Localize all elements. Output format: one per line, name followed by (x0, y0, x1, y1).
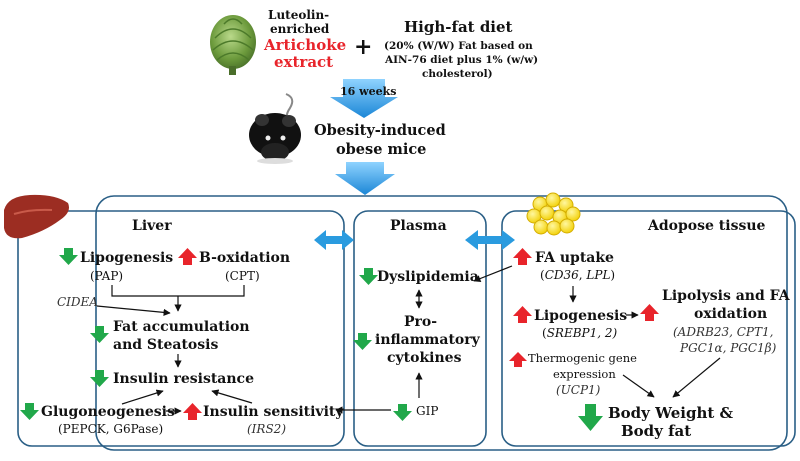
liver-insulin-sensitivity-marker: (IRS2) (247, 422, 286, 436)
up-arrow-icon (183, 403, 202, 420)
adipose-thermo-marker: (UCP1) (556, 383, 601, 397)
plus-sign: + (354, 34, 372, 60)
plasma-title: Plasma (390, 218, 447, 234)
model-label-line2: obese mice (336, 141, 426, 158)
extract-label-line2: enriched (270, 22, 330, 36)
liver-fat-line2: and Steatosis (113, 337, 218, 353)
up-arrow-icon (513, 306, 532, 323)
up-arrow-icon (509, 352, 527, 367)
liver-connector (211, 389, 253, 404)
liver-lipogenesis: Lipogenesis (80, 250, 173, 266)
plasma-gip: GIP (416, 404, 438, 418)
liver-connector (111, 285, 245, 297)
adipose-outcome-line2: Body fat (621, 422, 691, 440)
liver-cidea: CIDEA (57, 295, 98, 309)
down-arrow-icon (393, 404, 412, 421)
duration-label: 16 weeks (340, 85, 396, 98)
liver-connector (96, 305, 171, 316)
diet-title: High-fat diet (404, 18, 513, 36)
down-arrow-icon (359, 268, 378, 285)
liver-insulin-resistance: Insulin resistance (113, 371, 254, 387)
plasma-cytokines-line1: Pro- (404, 314, 437, 330)
liver-gluconeogenesis-markers: (PEPCK, G6Pase) (58, 422, 163, 436)
liver-icon (4, 194, 69, 239)
liver-panel (17, 210, 345, 447)
double-arrow-icon (465, 230, 515, 250)
adipose-lipogenesis-markers: (SREBP1, 2) (542, 326, 617, 340)
up-arrow-icon (178, 248, 197, 265)
adipose-lipolysis-markers-line1: (ADRB23, CPT1, (673, 325, 773, 339)
outer-frame (95, 195, 788, 451)
plasma-dyslipidemia: Dyslipidemia (377, 269, 479, 285)
down-arrow-icon (59, 248, 78, 265)
liver-fat-line1: Fat accumulation (113, 319, 250, 335)
liver-gluconeogenesis: Glugoneogenesis (41, 404, 175, 420)
adipose-lipolysis-line2: oxidation (694, 306, 767, 322)
liver-oxidation: B-oxidation (199, 250, 290, 266)
adipose-panel (501, 210, 796, 447)
up-arrow-icon (513, 248, 532, 265)
adipose-title: Adopose tissue (647, 218, 766, 234)
extract-label-line1: Luteolin- (268, 8, 329, 22)
adipose-outcome-line1: Body Weight & (608, 404, 734, 422)
liver-lipogenesis-marker: (PAP) (90, 269, 123, 283)
liver-insulin-sensitivity: Insulin sensitivity (203, 404, 344, 420)
adipose-thermo-line2: expression (553, 367, 616, 381)
diet-detail-line1: (20% (W/W) Fat based on (384, 40, 533, 52)
down-arrow-icon (90, 370, 109, 387)
adipose-lipolysis-markers-line2: PGC1α, PGC1β) (679, 341, 777, 355)
adipose-fa-uptake: FA uptake (535, 250, 614, 266)
down-arrow-icon (90, 326, 109, 343)
plasma-cytokines-line3: cytokines (387, 350, 462, 366)
adipose-fa-uptake-markers: (CD36, LPL) (540, 268, 615, 282)
double-arrow-icon (314, 230, 354, 250)
plasma-panel (353, 210, 487, 447)
adipose-thermo-line1: Thermogenic gene (528, 351, 637, 365)
adipose-lipolysis-line1: Lipolysis and FA (662, 288, 791, 304)
liver-connector (121, 389, 164, 405)
extract-label-line4: extract (274, 53, 333, 71)
down-arrow-icon (578, 404, 603, 431)
liver-oxidation-marker: (CPT) (225, 269, 260, 283)
down-arrow-icon (353, 333, 372, 350)
artichoke-icon (210, 15, 256, 75)
diet-detail-line2: AIN-76 diet plus 1% (w/w) (384, 54, 538, 66)
up-arrow-icon (640, 304, 659, 321)
fa-uptake-to-dyslipidemia-connector (473, 265, 513, 282)
diet-detail-line3: cholesterol) (422, 68, 493, 80)
adipose-connector (672, 357, 721, 398)
down-arrow-icon (20, 403, 39, 420)
extract-label-line3: Artichoke (263, 36, 346, 54)
down-chevron-arrow-icon (335, 162, 395, 195)
adipose-lipogenesis: Lipogenesis (534, 308, 627, 324)
mouse-icon (249, 93, 301, 164)
plasma-cytokines-line2: inflammatory (375, 332, 481, 348)
liver-title: Liver (132, 218, 172, 234)
adipose-connector (622, 374, 655, 398)
adipocyte-cluster-icon (526, 192, 581, 236)
model-label-line1: Obesity-induced (314, 122, 446, 139)
down-chevron-arrow-icon (330, 79, 398, 118)
